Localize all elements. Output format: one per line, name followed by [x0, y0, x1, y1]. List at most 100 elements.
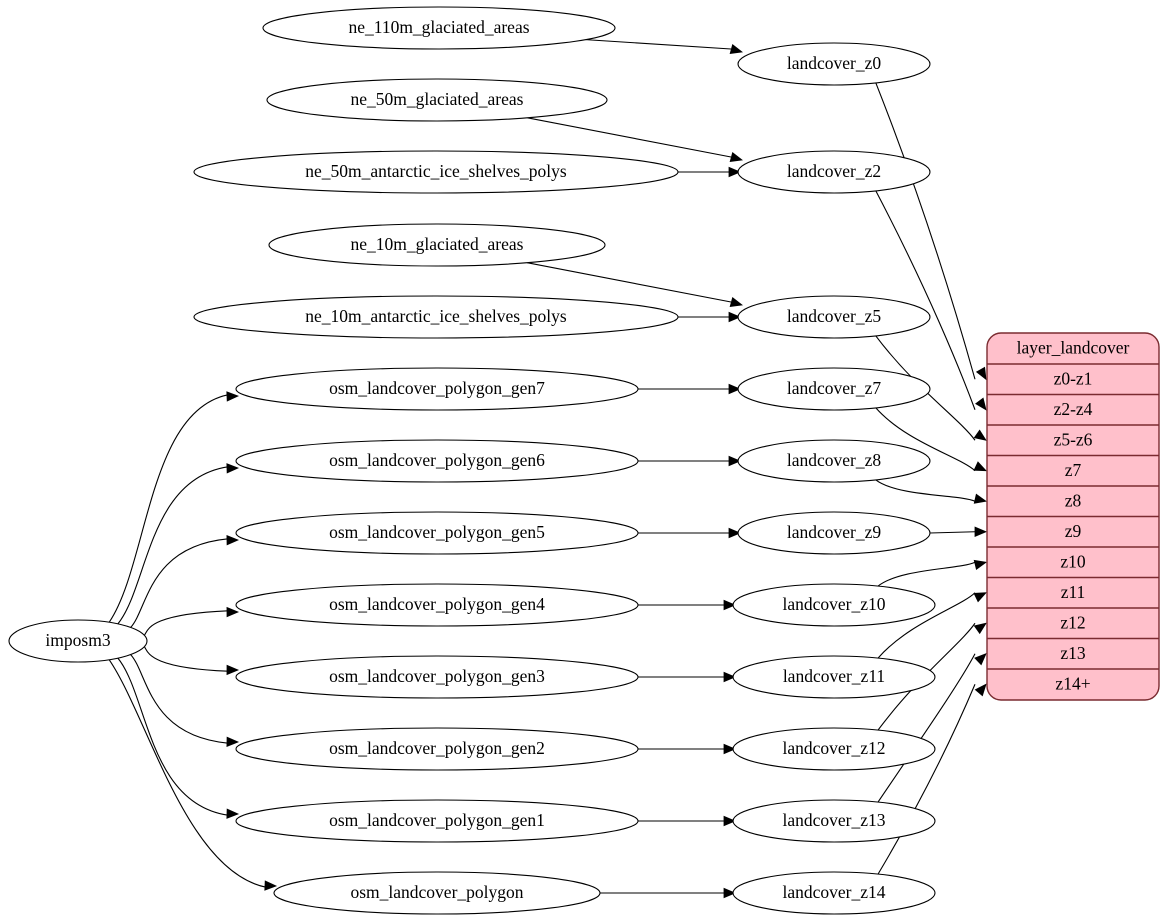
node-shape-landcover_z9: [737, 511, 931, 555]
node-shape-landcover_z7: [737, 367, 931, 411]
edge-line: [875, 190, 976, 410]
edge-line: [585, 39, 732, 50]
layer-landcover-table: layer_landcover z0-z1 z2-z4 z5-z6 z7 z8 z9 z10 z…: [986, 332, 1160, 701]
edge-arrowhead: [973, 461, 987, 472]
table-row-z8[interactable]: z8: [1065, 490, 1082, 510]
edge-landcover_z0-to-row-0: [875, 82, 987, 381]
node-osm_landcover_polygon_gen5[interactable]: osm_landcover_polygon_gen5: [235, 511, 639, 555]
edge-osm_landcover_polygon_gen6-to-landcover_z8: [638, 455, 742, 467]
node-label-landcover_z0: landcover_z0: [787, 53, 882, 73]
node-ne_50m_antarctic_ice_shelves_polys[interactable]: ne_50m_antarctic_ice_shelves_polys: [193, 150, 679, 194]
edge-line: [877, 653, 976, 803]
edge-osm_landcover_polygon_gen1-to-landcover_z13: [638, 815, 737, 827]
node-shape-osm_landcover_polygon_gen6: [235, 439, 639, 483]
node-shape-osm_landcover_polygon: [273, 871, 601, 915]
node-landcover_z9[interactable]: landcover_z9: [737, 511, 931, 555]
node-shape-ne_50m_glaciated_areas: [266, 78, 608, 122]
node-landcover_z14[interactable]: landcover_z14: [732, 871, 936, 915]
edge-ne_110m_glaciated_areas-to-landcover_z0: [585, 39, 744, 55]
edge-imposm3-to-osm_landcover_polygon_gen5: [130, 535, 240, 628]
node-label-landcover_z14: landcover_z14: [782, 882, 885, 902]
node-shape-landcover_z12: [732, 727, 936, 771]
node-landcover_z11[interactable]: landcover_z11: [732, 655, 936, 699]
table-row-z5-z6[interactable]: z5-z6: [1054, 429, 1093, 449]
edge-ne_50m_antarctic_ice_shelves_polys-to-landcover_z2: [678, 166, 742, 178]
edge-arrowhead: [974, 683, 987, 697]
node-label-landcover_z10: landcover_z10: [782, 594, 885, 614]
node-landcover_z10[interactable]: landcover_z10: [732, 583, 936, 627]
edge-line: [117, 466, 229, 625]
node-ne_10m_glaciated_areas[interactable]: ne_10m_glaciated_areas: [268, 223, 606, 267]
node-shape-landcover_z5: [737, 295, 931, 339]
node-landcover_z2[interactable]: landcover_z2: [737, 150, 931, 194]
edge-arrowhead: [226, 664, 240, 676]
node-label-ne_10m_glaciated_areas: ne_10m_glaciated_areas: [351, 234, 524, 254]
edge-line: [130, 538, 229, 628]
node-shape-landcover_z10: [732, 583, 936, 627]
edge-landcover_z8-to-row-4: [875, 479, 988, 504]
node-landcover_z13[interactable]: landcover_z13: [732, 799, 936, 843]
nodes-layer: imposm3 ne_110m_glaciated_areas ne_50m_gla…: [8, 6, 936, 915]
edge-landcover_z2-to-row-1: [875, 190, 987, 411]
edge-landcover_z12-to-row-8: [877, 622, 987, 731]
table-row-z13[interactable]: z13: [1060, 643, 1086, 663]
edge-line: [875, 82, 976, 380]
node-ne_10m_antarctic_ice_shelves_polys[interactable]: ne_10m_antarctic_ice_shelves_polys: [193, 295, 679, 339]
node-landcover_z7[interactable]: landcover_z7: [737, 367, 931, 411]
edge-arrowhead: [729, 43, 744, 55]
edge-imposm3-to-osm_landcover_polygon_gen4: [143, 606, 240, 636]
edge-line: [929, 531, 976, 534]
table-row-z11[interactable]: z11: [1061, 582, 1086, 602]
table-row-z7[interactable]: z7: [1065, 460, 1082, 480]
table-title: layer_landcover: [1017, 338, 1130, 358]
node-label-ne_50m_antarctic_ice_shelves_polys: ne_50m_antarctic_ice_shelves_polys: [305, 161, 567, 181]
edge-line: [877, 684, 976, 875]
edge-line: [877, 592, 976, 659]
edge-ne_50m_glaciated_areas-to-landcover_z2: [527, 117, 744, 163]
node-shape-landcover_z8: [737, 439, 931, 483]
node-landcover_z0[interactable]: landcover_z0: [737, 42, 931, 86]
edge-osm_landcover_polygon_gen4-to-landcover_z10: [638, 599, 737, 611]
node-landcover_z12[interactable]: landcover_z12: [732, 727, 936, 771]
table-row-z10[interactable]: z10: [1060, 551, 1086, 571]
edge-arrowhead: [226, 736, 240, 747]
node-osm_landcover_polygon_gen1[interactable]: osm_landcover_polygon_gen1: [235, 799, 639, 843]
node-shape-landcover_z14: [732, 871, 936, 915]
edge-arrowhead: [723, 671, 737, 683]
node-osm_landcover_polygon_gen6[interactable]: osm_landcover_polygon_gen6: [235, 439, 639, 483]
node-label-landcover_z13: landcover_z13: [782, 810, 885, 830]
edge-landcover_z7-to-row-3: [875, 407, 987, 472]
node-osm_landcover_polygon_gen7[interactable]: osm_landcover_polygon_gen7: [235, 367, 639, 411]
node-landcover_z8[interactable]: landcover_z8: [737, 439, 931, 483]
table-row-z0-z1[interactable]: z0-z1: [1054, 368, 1093, 388]
edge-line: [526, 262, 732, 303]
node-osm_landcover_polygon_gen3[interactable]: osm_landcover_polygon_gen3: [235, 655, 639, 699]
table-row-z12[interactable]: z12: [1060, 612, 1085, 632]
table-row-z2-z4[interactable]: z2-z4: [1054, 399, 1093, 419]
edge-line: [117, 657, 229, 816]
node-osm_landcover_polygon[interactable]: osm_landcover_polygon: [273, 871, 601, 915]
node-landcover_z5[interactable]: landcover_z5: [737, 295, 931, 339]
node-label-landcover_z12: landcover_z12: [782, 738, 885, 758]
edge-line: [527, 117, 732, 158]
edge-imposm3-to-osm_landcover_polygon_gen6: [117, 463, 240, 625]
edge-line: [877, 622, 976, 731]
edge-landcover_z10-to-row-6: [877, 559, 988, 587]
node-imposm3[interactable]: imposm3: [8, 619, 148, 663]
edge-line: [875, 407, 976, 472]
node-ne_50m_glaciated_areas[interactable]: ne_50m_glaciated_areas: [266, 78, 608, 122]
node-osm_landcover_polygon_gen2[interactable]: osm_landcover_polygon_gen2: [235, 727, 639, 771]
table-layer_landcover[interactable]: layer_landcover z0-z1 z2-z4 z5-z6 z7 z8 z9 z10 z…: [986, 332, 1160, 701]
node-ne_110m_glaciated_areas[interactable]: ne_110m_glaciated_areas: [262, 6, 616, 50]
node-shape-ne_110m_glaciated_areas: [262, 6, 616, 50]
edge-arrowhead: [723, 599, 737, 611]
table-row-z9[interactable]: z9: [1065, 521, 1082, 541]
table-row-z14+[interactable]: z14+: [1055, 673, 1090, 693]
edge-arrowhead: [974, 526, 988, 537]
edge-osm_landcover_polygon_gen3-to-landcover_z11: [638, 671, 737, 683]
node-osm_landcover_polygon_gen4[interactable]: osm_landcover_polygon_gen4: [235, 583, 639, 627]
node-shape-landcover_z0: [737, 42, 931, 86]
edge-arrowhead: [729, 151, 744, 163]
edge-arrowhead: [226, 391, 240, 402]
node-shape-osm_landcover_polygon_gen1: [235, 799, 639, 843]
